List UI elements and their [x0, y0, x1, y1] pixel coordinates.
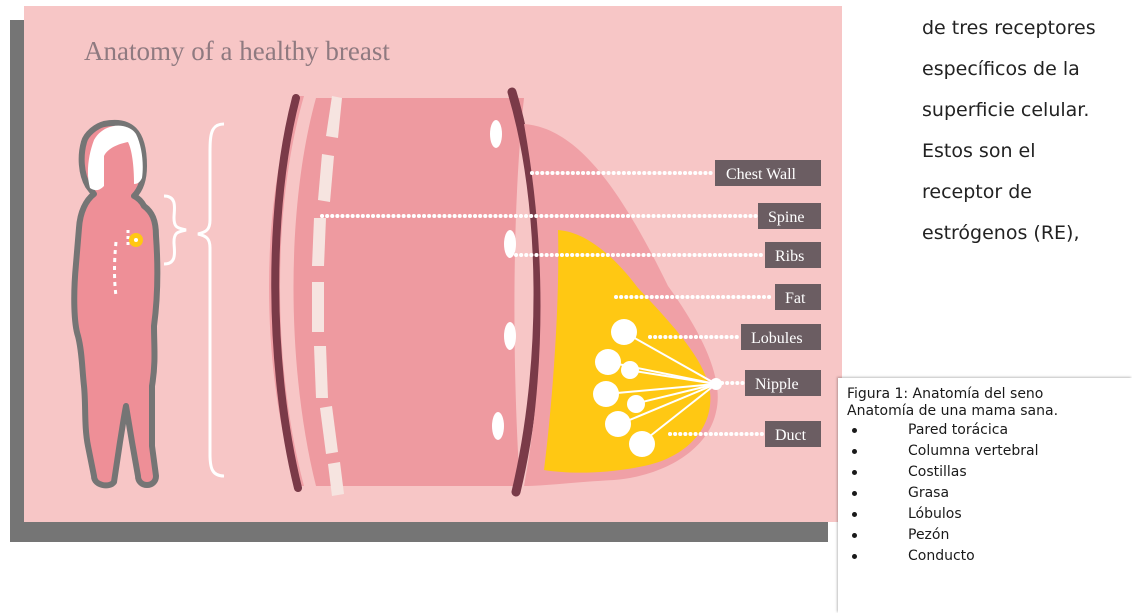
- list-item: Conducto: [847, 546, 1132, 567]
- figure-caption: Figura 1: Anatomía del seno Anatomía de …: [838, 378, 1132, 613]
- label-fat: Fat: [785, 290, 806, 307]
- body-text-line: receptor de: [922, 172, 1132, 213]
- figure-title: Anatomy of a healthy breast: [84, 36, 390, 67]
- body-outline: [74, 123, 157, 485]
- list-item: Lóbulos: [847, 504, 1132, 525]
- list-item: Costillas: [847, 462, 1132, 483]
- body-text-line: de tres receptores: [922, 8, 1132, 49]
- anatomy-figure: Chest Wall Spine Ribs Fat Lobules Nipple: [24, 6, 842, 522]
- large-brace: [198, 124, 224, 476]
- label-nipple: Nipple: [755, 376, 799, 393]
- list-item: Pared torácica: [847, 420, 1132, 441]
- body-text-line: superficie celular.: [922, 90, 1132, 131]
- body-text-line: Estos son el: [922, 131, 1132, 172]
- callout-nipple: Nipple: [722, 370, 821, 396]
- label-chest-wall: Chest Wall: [726, 166, 797, 183]
- anatomy-diagram: Chest Wall Spine Ribs Fat Lobules Nipple: [24, 6, 842, 522]
- label-duct: Duct: [775, 427, 807, 444]
- body-text-line: estrógenos (RE),: [922, 213, 1132, 254]
- woman-silhouette: [74, 123, 157, 485]
- caption-title: Figura 1: Anatomía del seno: [847, 386, 1132, 403]
- small-brace: [164, 196, 186, 264]
- caption-list: Pared torácica Columna vertebral Costill…: [847, 420, 1132, 567]
- label-lobules: Lobules: [751, 330, 803, 347]
- caption-subtitle: Anatomía de una mama sana.: [847, 403, 1132, 420]
- nipple-marker: [134, 238, 138, 242]
- list-item: Pezón: [847, 525, 1132, 546]
- label-ribs: Ribs: [775, 248, 804, 265]
- nipple: [710, 378, 722, 390]
- chest-cross-section: [269, 92, 722, 496]
- list-item: Grasa: [847, 483, 1132, 504]
- body-text-line: específicos de la: [922, 49, 1132, 90]
- list-item: Columna vertebral: [847, 441, 1132, 462]
- body-text-column: de tres receptores específicos de la sup…: [922, 8, 1132, 254]
- label-spine: Spine: [768, 209, 804, 226]
